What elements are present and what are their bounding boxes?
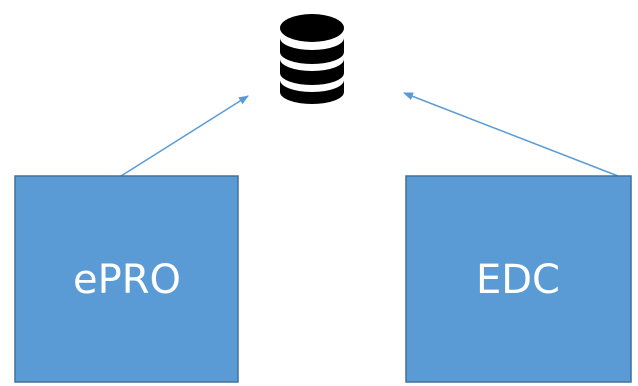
epro-node: ePRO bbox=[14, 175, 239, 383]
database-icon bbox=[280, 14, 344, 104]
arrow-edc-to-database bbox=[403, 92, 619, 177]
edc-label: EDC bbox=[476, 257, 560, 303]
epro-label: ePRO bbox=[73, 257, 181, 303]
arrow-epro-to-database bbox=[120, 95, 249, 177]
edc-node: EDC bbox=[405, 175, 632, 383]
